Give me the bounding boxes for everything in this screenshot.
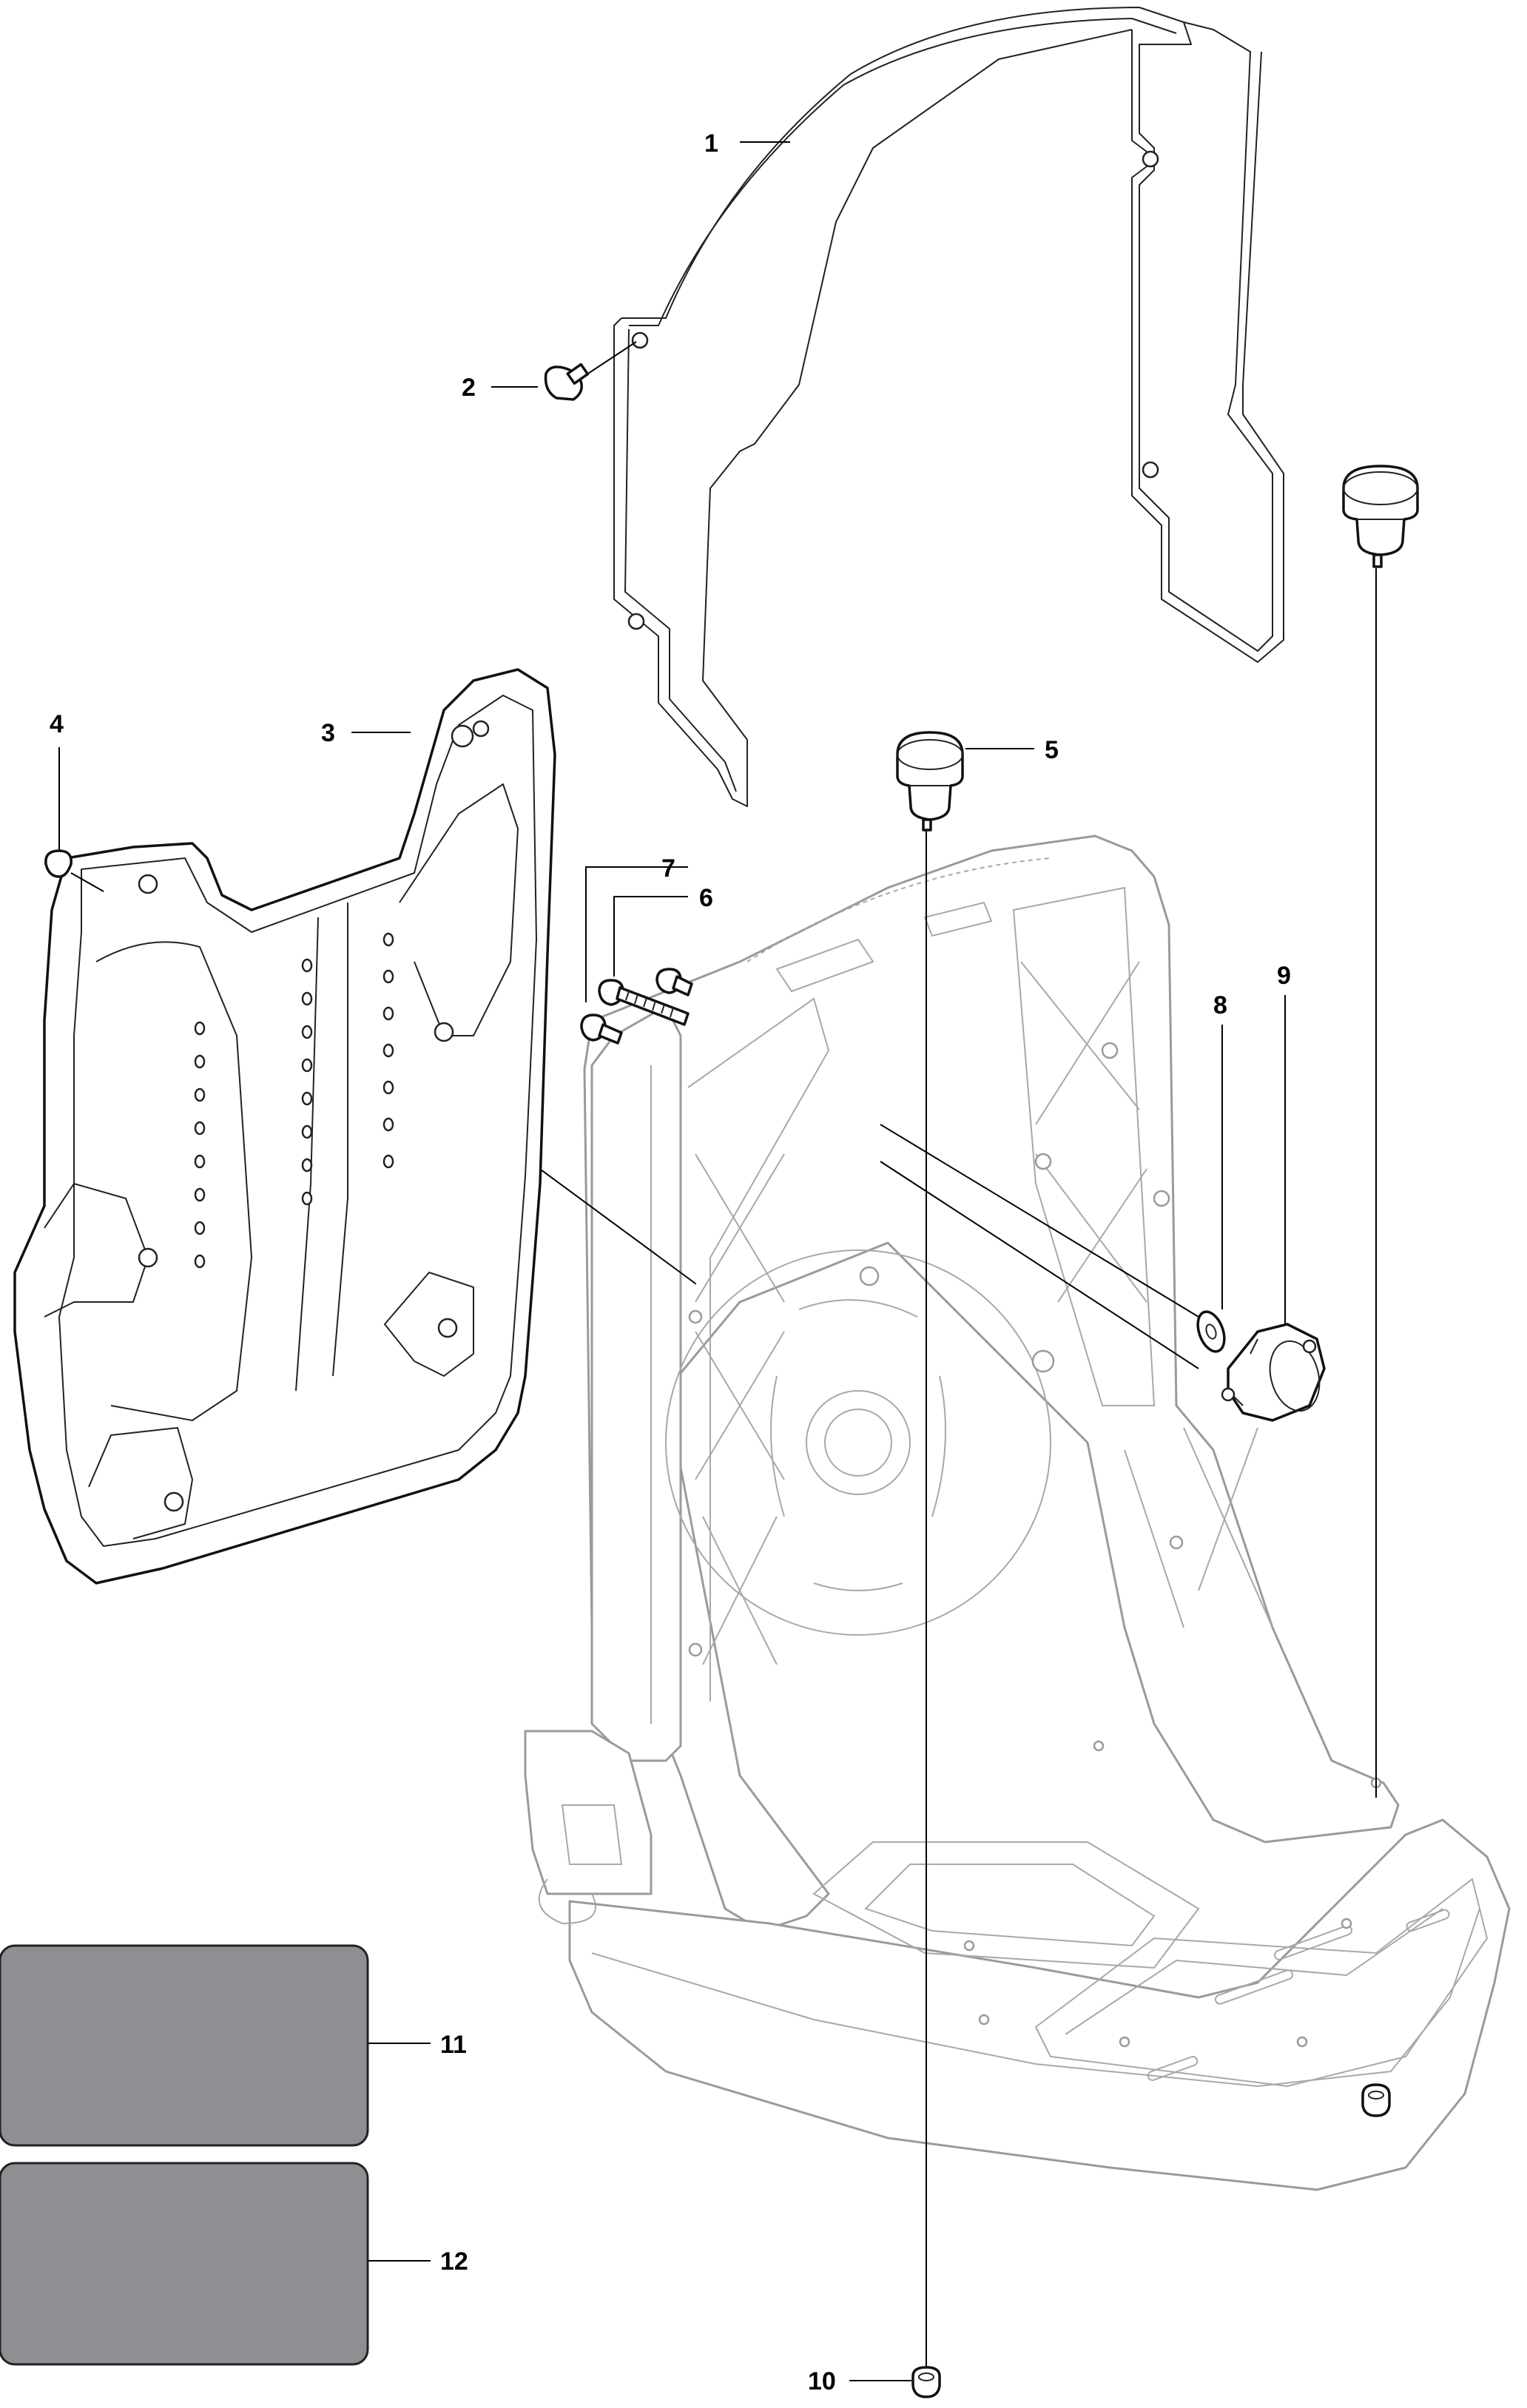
callout-leaders [351, 141, 790, 733]
chassis-base [524, 834, 1511, 2191]
part-2-screw [544, 341, 637, 401]
part-5-foot-center [896, 731, 1034, 832]
part-10-nut-right [1361, 2083, 1391, 2117]
callout-9: 9 [1277, 962, 1291, 990]
callout-6: 6 [699, 884, 713, 912]
callout-8: 8 [1213, 991, 1227, 1019]
part-9-motor-cap [1221, 995, 1326, 1422]
part-12-label-plate [0, 2162, 431, 2366]
callout-11: 11 [440, 2031, 467, 2059]
part-10-nut [849, 2366, 941, 2398]
part-3-side-panel [13, 668, 556, 1585]
callout-7: 7 [661, 854, 675, 883]
part-8-washer [1196, 1025, 1226, 1353]
callouts: 1 2 3 4 5 6 7 8 9 10 11 12 [50, 129, 1291, 2395]
callout-2: 2 [462, 374, 476, 402]
part-11-label-plate [0, 1944, 431, 2147]
callout-1: 1 [704, 129, 718, 158]
callout-5: 5 [1045, 736, 1059, 764]
part-4-pin [44, 747, 104, 892]
part-1-cover-frame [613, 7, 1284, 807]
part-5-foot-right [1342, 465, 1419, 568]
vent-holes [194, 932, 394, 1269]
callout-4: 4 [50, 710, 64, 738]
callout-10: 10 [808, 2367, 836, 2395]
callout-3: 3 [321, 719, 335, 747]
part-7-bolts [580, 866, 690, 1045]
callout-12: 12 [440, 2247, 468, 2276]
part-6-bolt [613, 896, 693, 996]
